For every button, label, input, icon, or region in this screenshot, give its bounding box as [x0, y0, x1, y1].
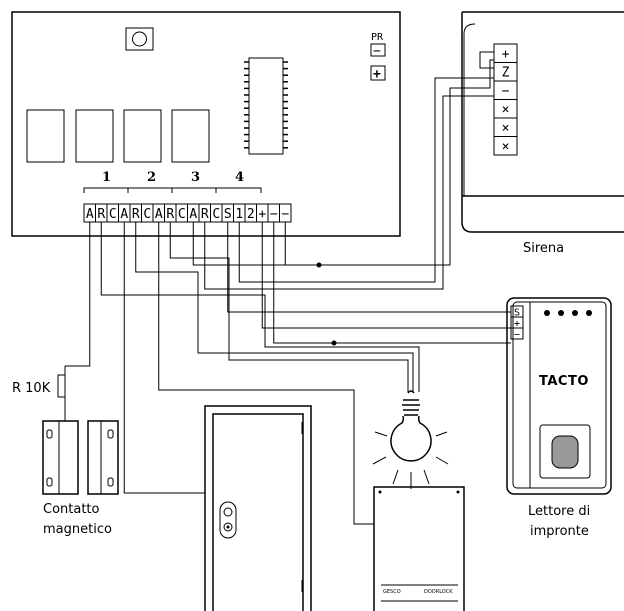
wire-ch2-a — [123, 222, 205, 494]
panel-terminal-label: C — [178, 207, 186, 222]
control-panel-board — [11, 11, 401, 237]
light-bulb-icon — [372, 390, 449, 489]
panel-terminal-label: C — [143, 207, 151, 222]
siren-terminal-label: × — [502, 103, 510, 118]
fingerprint-reader-housing — [506, 297, 612, 495]
magnetic-contact-icon: Contatto magnetico — [42, 420, 119, 537]
wire-ch2-r — [135, 222, 414, 392]
reader-terminal-label: − — [514, 330, 520, 341]
panel-terminal-label: − — [270, 207, 278, 222]
wire-ch4-a — [192, 222, 319, 266]
led-dot-1 — [544, 310, 550, 316]
siren-terminal-label: − — [502, 84, 510, 99]
pr-block: PR − + — [370, 32, 386, 82]
channel-number-4: 4 — [235, 170, 244, 185]
siren-terminal-label: × — [502, 121, 510, 136]
siren-label: Sirena — [523, 241, 564, 256]
panel-terminal-label: R — [166, 207, 174, 222]
siren-housing — [461, 11, 624, 233]
siren: + Z − × × × Sirena — [461, 11, 624, 256]
reset-button-circle — [132, 31, 147, 47]
wire-ch3-r — [169, 222, 409, 392]
pr-plus: + — [373, 67, 381, 82]
reader-terminal-box — [510, 327, 524, 340]
relay-icon-1 — [26, 109, 65, 163]
reset-button-icon — [125, 27, 154, 51]
resistor-label: R 10K — [12, 381, 51, 396]
door-icon — [204, 405, 312, 611]
pr-minus: − — [373, 44, 381, 59]
panel-terminal-label: A — [86, 207, 94, 222]
wire-minus — [273, 222, 511, 344]
lock-brand-left: GESCO — [383, 589, 401, 595]
contact-label-line2: magnetico — [43, 522, 112, 537]
pr-label: PR — [371, 32, 384, 43]
chip-icon — [244, 57, 288, 155]
wires — [64, 59, 511, 525]
lock-box: GESCO DOORLOCK — [373, 486, 465, 611]
siren-terminal-label: + — [502, 47, 510, 62]
wire-ch1-a — [65, 222, 91, 367]
panel-terminal-label: − — [281, 207, 289, 222]
channel-number-2: 2 — [147, 170, 156, 185]
panel-terminal-label: A — [120, 207, 128, 222]
channel-number-3: 3 — [191, 170, 200, 185]
wire-1 — [238, 77, 494, 283]
wire-ch1-r — [100, 222, 420, 392]
relay-icon-3 — [123, 109, 162, 163]
panel-terminal-label: A — [155, 207, 163, 222]
wire-s — [227, 222, 511, 313]
panel-terminal-label: S — [224, 207, 232, 222]
wire-ch4-r — [204, 95, 494, 290]
reader-brand: TACTO — [539, 374, 589, 389]
siren-terminal-box — [493, 136, 518, 156]
relay-icon-4 — [171, 109, 210, 163]
wire-ch3-a — [158, 222, 374, 525]
reader-label-line2: impronte — [530, 524, 589, 539]
contact-label-line1: Contatto — [43, 502, 100, 517]
panel-terminal-label: + — [258, 207, 266, 222]
junction-dot — [316, 262, 322, 268]
relay-icon-2 — [75, 109, 114, 163]
led-dot-3 — [572, 310, 578, 316]
panel-terminal-label: C — [109, 207, 117, 222]
reader-terminal-label: S — [514, 308, 520, 319]
reader-label-line1: Lettore di — [528, 504, 590, 519]
keyhole-icon — [219, 501, 237, 539]
panel-terminal-label: R — [132, 207, 140, 222]
fingerprint-sensor-icon — [539, 424, 591, 479]
led-dot-4 — [586, 310, 592, 316]
resistor-icon: R 10K — [12, 374, 66, 398]
siren-terminal-label: Z — [502, 66, 510, 81]
panel-terminal-label: C — [212, 207, 220, 222]
lock-brand-right: DOORLOCK — [424, 589, 453, 595]
reader-terminal-label: + — [514, 319, 520, 330]
junction-dot — [331, 340, 337, 346]
channel-number-1: 1 — [102, 170, 111, 185]
siren-terminal-label: × — [502, 140, 510, 155]
panel-terminal-label: 1 — [235, 207, 243, 222]
panel-terminal-label: A — [189, 207, 197, 222]
fingerprint-reader: TACTO S+− Lettore di impronte — [506, 297, 612, 539]
wire-plus — [261, 222, 511, 329]
panel-terminal-label: R — [97, 207, 105, 222]
led-dot-2 — [558, 310, 564, 316]
panel-terminal-label: 2 — [247, 207, 255, 222]
panel-terminal-label: R — [201, 207, 209, 222]
siren-terminal-strip: + Z − × × × — [493, 43, 518, 156]
